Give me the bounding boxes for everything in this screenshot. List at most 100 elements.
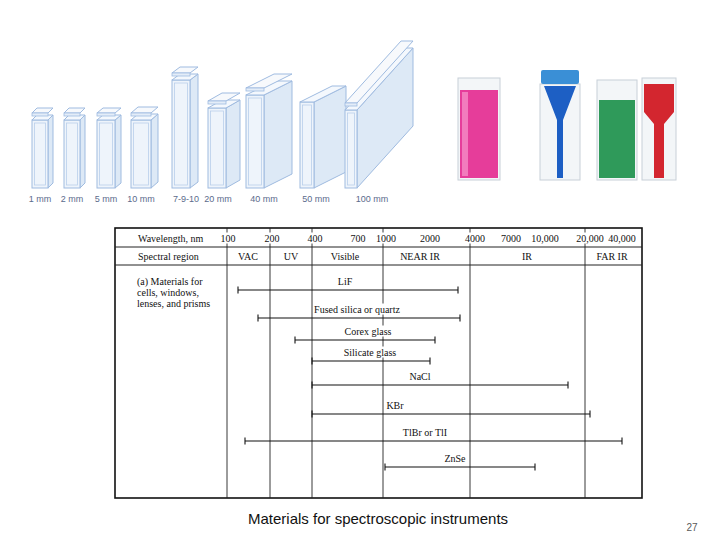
row-heading: (a) Materials for cells, windows, lenses…	[137, 276, 223, 309]
range-end	[244, 438, 245, 445]
green-liquid	[599, 100, 635, 178]
region-divider	[270, 228, 271, 498]
cuvette-wall	[348, 113, 355, 185]
range-end	[294, 337, 295, 344]
cuvette	[131, 107, 158, 188]
material-name: TlBr or TlI	[402, 427, 448, 438]
cuvette-side	[314, 86, 346, 188]
wavelength-tick: 4000	[464, 233, 486, 244]
range-bar	[238, 287, 458, 294]
cuvette-photo	[458, 70, 676, 180]
region-divider	[585, 228, 586, 498]
range-bar	[312, 411, 590, 418]
material-name: Corex glass	[344, 326, 393, 337]
material-name: LiF	[337, 276, 353, 287]
cuvette-front	[64, 120, 80, 188]
cuvette-wall	[134, 123, 149, 185]
cuvette-lid	[172, 67, 198, 73]
cuvette-lid-edge	[64, 113, 80, 116]
size-label: 7-9-10	[173, 195, 199, 205]
cuvette-front	[345, 110, 357, 188]
range-line	[312, 384, 568, 385]
cuvette-lid-edge	[345, 103, 357, 106]
wavelength-tick: 40,000	[607, 233, 637, 244]
cuvette-front	[246, 95, 264, 188]
pink-liquid	[460, 90, 498, 178]
cuvette-wall	[303, 105, 312, 185]
range-end	[429, 358, 430, 365]
cuvette-wall	[67, 123, 78, 185]
materials-chart	[115, 228, 642, 498]
cuvette	[64, 108, 85, 188]
size-label: 1 mm	[29, 195, 52, 205]
cuvette-top	[131, 114, 158, 120]
cuvette	[97, 108, 121, 188]
wavelength-tick: 700	[350, 233, 367, 244]
range-line	[312, 360, 430, 361]
region-divider	[383, 228, 384, 498]
range-end	[589, 411, 590, 418]
range-end	[457, 287, 458, 294]
size-label: 20 mm	[204, 195, 232, 205]
cuvette-wall	[249, 98, 262, 185]
cuvette-front	[172, 80, 190, 188]
region-divider	[470, 228, 471, 498]
size-label: 2 mm	[61, 195, 84, 205]
range-bar	[258, 315, 460, 322]
cuvette-top	[172, 74, 198, 80]
range-line	[385, 466, 535, 467]
cuvette	[32, 108, 53, 188]
wavelength-tick: 20,000	[575, 233, 605, 244]
cuvette-wall	[211, 111, 224, 185]
cuvette-lid-edge	[131, 113, 151, 116]
range-bar	[295, 337, 435, 344]
cuvette-lid	[246, 74, 292, 88]
cuvette-glass	[597, 80, 637, 180]
size-label: 10 mm	[127, 195, 155, 205]
cuvette-top	[300, 86, 346, 102]
range-end	[621, 438, 622, 445]
range-end	[384, 464, 385, 471]
cuvette	[208, 93, 240, 188]
red-liquid	[644, 84, 674, 178]
material-name: Silicate glass	[343, 347, 398, 358]
cuvette-side	[115, 115, 121, 188]
region-name: IR	[521, 251, 533, 262]
range-bar	[312, 382, 568, 389]
region-name: UV	[283, 251, 299, 262]
cuvette-side	[264, 81, 292, 188]
chart-rule	[115, 247, 642, 248]
range-end	[311, 411, 312, 418]
size-label: 40 mm	[250, 195, 278, 205]
region-name: FAR IR	[595, 251, 628, 262]
wavelength-tick: 400	[307, 233, 324, 244]
wavelength-tick: 2000	[419, 233, 441, 244]
cuvette	[300, 86, 346, 188]
range-bar	[245, 438, 622, 445]
size-label: 5 mm	[95, 195, 118, 205]
range-end	[534, 464, 535, 471]
page-number: 27	[686, 522, 697, 533]
wavelength-tick: 7000	[500, 233, 522, 244]
row-heading: Spectral region	[138, 251, 199, 262]
cuvette-front	[32, 120, 48, 188]
cuvette-lid	[208, 93, 240, 101]
range-bar	[312, 358, 430, 365]
cuvette-top	[208, 100, 240, 108]
cuvette-wall	[175, 83, 188, 185]
cuvette-glass	[642, 78, 676, 180]
cuvette-side	[151, 114, 158, 188]
material-name: Fused silica or quartz	[313, 304, 401, 315]
cuvette-front	[97, 120, 115, 188]
cuvette-side	[226, 100, 240, 188]
cuvette-lid-edge	[246, 88, 264, 91]
range-line	[295, 339, 435, 340]
size-label: 100 mm	[356, 195, 389, 205]
range-end	[567, 382, 568, 389]
cuvette-front	[208, 108, 226, 188]
pink-glare	[462, 92, 468, 176]
range-end	[257, 315, 258, 322]
region-divider	[312, 228, 313, 498]
range-end	[311, 382, 312, 389]
